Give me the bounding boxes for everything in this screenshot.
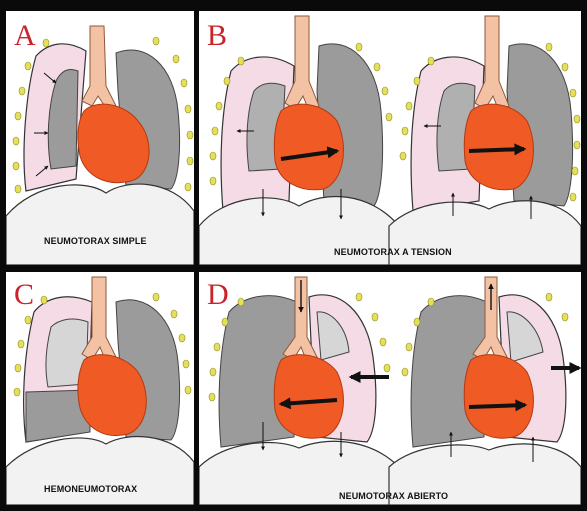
panel-d-letter: D — [207, 280, 229, 310]
panel-b-illustration — [199, 11, 581, 265]
panel-a-letter: A — [14, 21, 36, 51]
panel-b-letter: B — [207, 21, 227, 51]
panel-c-letter: C — [14, 280, 34, 310]
panel-d-caption: NEUMOTORAX ABIERTO — [339, 491, 448, 501]
panel-d: D NEUMOTORAX ABIERTO — [199, 272, 581, 505]
panel-d-illustration — [199, 272, 581, 505]
panel-b: B NEUMOTORAX A TENSION — [199, 11, 581, 265]
panel-a-caption: NEUMOTORAX SIMPLE — [44, 236, 147, 246]
panel-a: A NEUMOTORAX SIMPLE — [6, 11, 194, 265]
panel-c: C HEMONEUMOTORAX — [6, 272, 194, 505]
panel-b-caption: NEUMOTORAX A TENSION — [334, 247, 452, 257]
panel-c-caption: HEMONEUMOTORAX — [44, 484, 137, 494]
panel-c-illustration — [6, 272, 194, 505]
